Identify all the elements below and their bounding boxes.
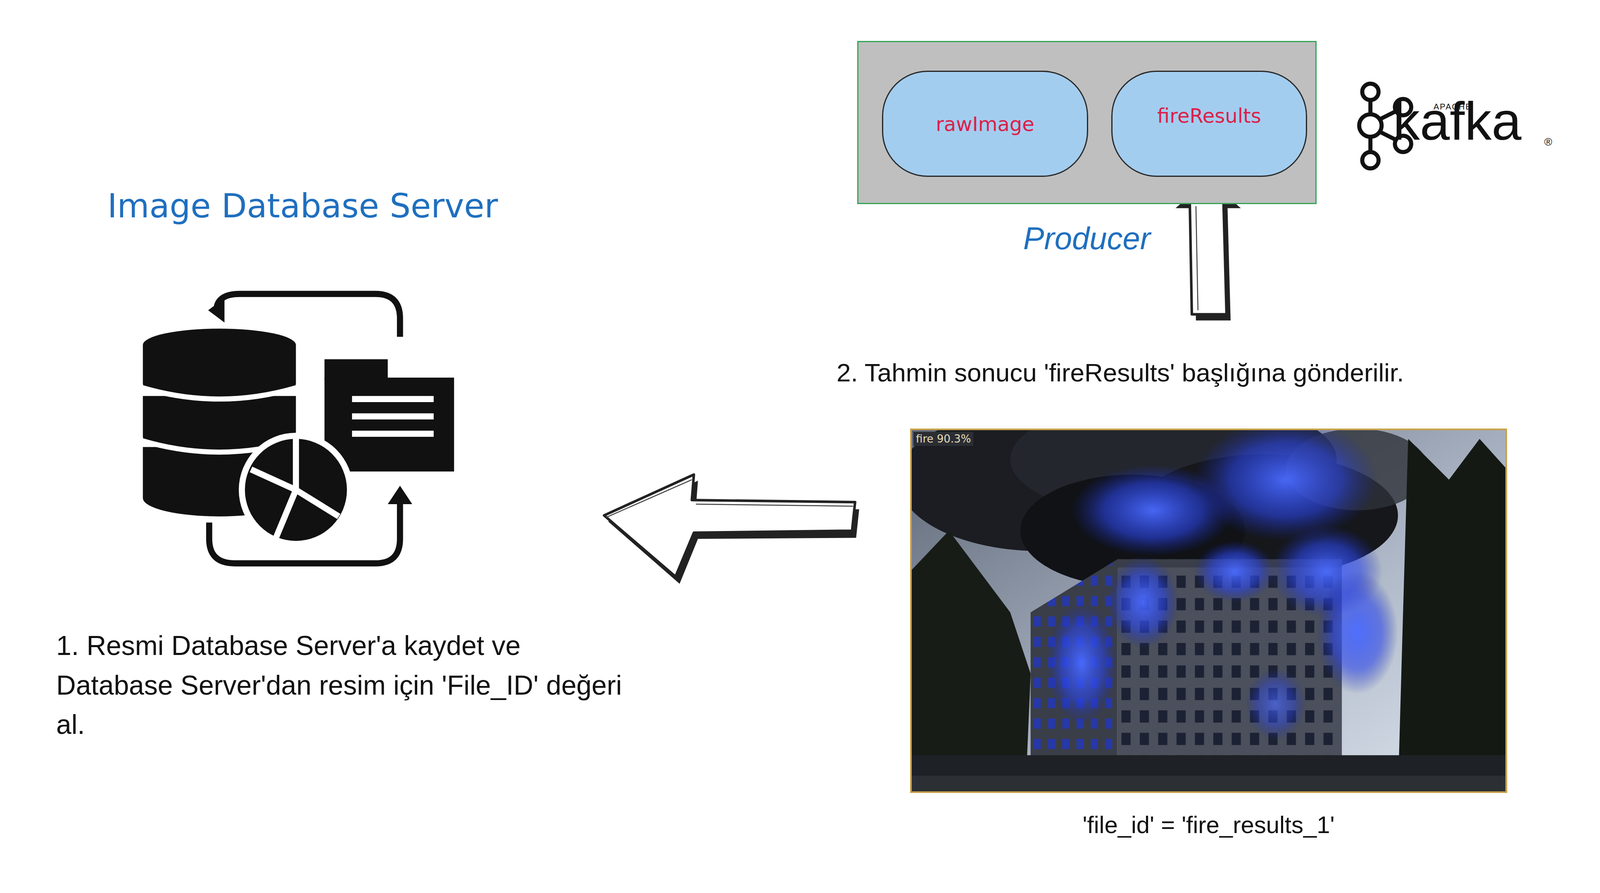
topic-name: fireResults	[1157, 104, 1262, 128]
topic-pill: fireResults	[1111, 70, 1308, 177]
topic-pill: rawImage	[882, 70, 1089, 177]
photo-frame: fire 90.3%	[910, 428, 1508, 793]
image-caption: 'file_id' = 'fire_results_1'	[910, 810, 1508, 839]
sketch-arrow-left	[603, 474, 860, 584]
trademark-mark: ®	[1544, 135, 1553, 149]
producer-heading: Producer	[858, 221, 1316, 256]
section-title: Image Database Server	[107, 186, 498, 226]
database-icon	[142, 293, 455, 564]
kafka-cluster-box: ProducerrawImagefireResults	[857, 40, 1317, 205]
step-note: 2. Tahmin sonucu 'fireResults' başlığına…	[836, 357, 1405, 388]
logo-text: kafka	[1393, 94, 1522, 148]
fire-photo	[910, 428, 1508, 793]
topic-name: rawImage	[935, 112, 1035, 136]
detection-label: fire 90.3%	[913, 431, 974, 446]
step-note: 1. Resmi Database Server'a kaydet ve Dat…	[56, 625, 643, 745]
